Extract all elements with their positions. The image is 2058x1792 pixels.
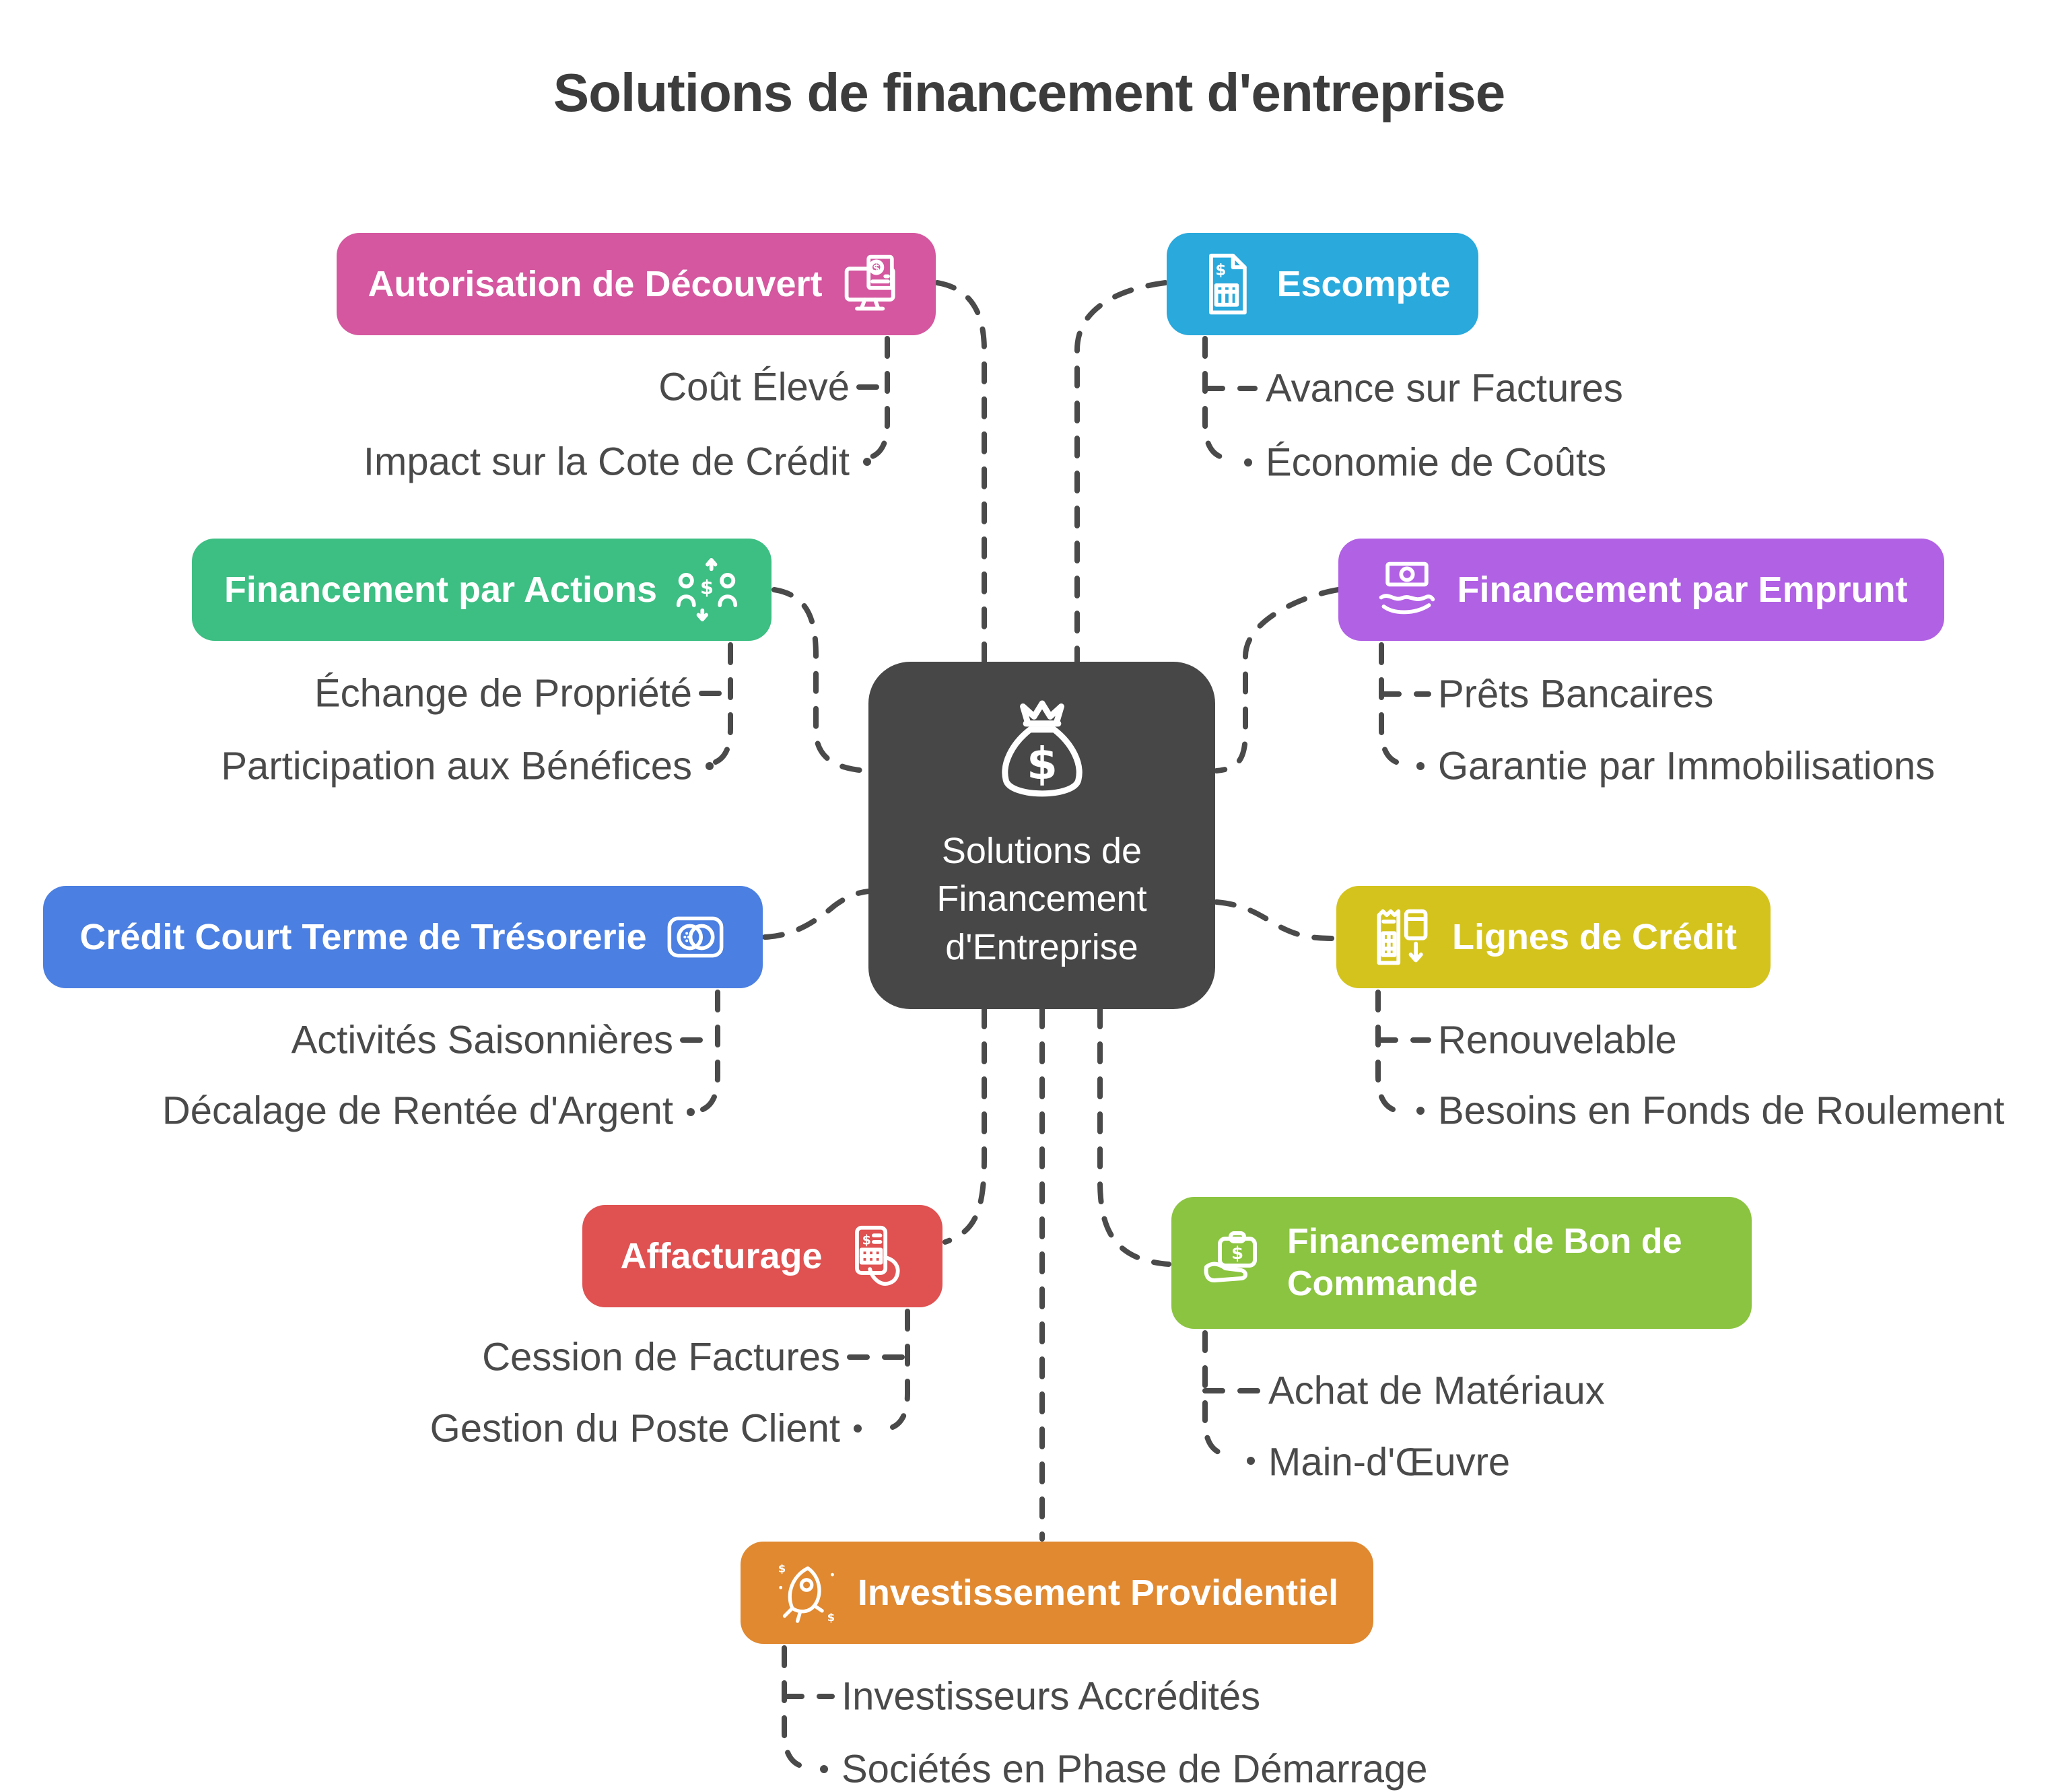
child-label: Impact sur la Cote de Crédit — [363, 440, 850, 484]
child-label: Économie de Coûts — [1266, 440, 1607, 485]
node-label: Financement par Emprunt — [1457, 570, 1908, 610]
connector-emprunt-center — [1214, 587, 1341, 773]
calculator-card-icon — [1377, 909, 1428, 965]
svg-text:$: $ — [1027, 738, 1058, 790]
node-label: Escompte — [1276, 264, 1451, 304]
connector-lignes-center — [1214, 899, 1338, 941]
central-node: $ Solutions de Financement d'Entreprise — [868, 662, 1215, 1009]
central-line-2: Financement — [936, 878, 1147, 920]
child-label: Garantie par Immobilisations — [1438, 744, 1935, 788]
child-label: Échange de Propriété — [314, 671, 692, 716]
child-label: Gestion du Poste Client — [430, 1406, 840, 1451]
node-bon-de-commande: $ Financement de Bon de Commande — [1171, 1197, 1752, 1329]
node-investissement-providentiel: $ $ Investissement Providentiel — [741, 1542, 1373, 1644]
child-label: Activités Saisonnières — [291, 1018, 673, 1062]
node-affacturage: Affacturage $ — [582, 1205, 942, 1307]
node-lignes-de-credit: Lignes de Crédit — [1336, 886, 1771, 988]
node-label: Financement de Bon de Commande — [1287, 1221, 1682, 1303]
equity-exchange-icon: $ — [676, 557, 738, 622]
child-label: Renouvelable — [1438, 1018, 1677, 1062]
connector-tresorerie-center — [762, 889, 871, 940]
central-node-label: Solutions de Financement d'Entreprise — [936, 827, 1146, 971]
svg-text:$: $ — [862, 1233, 870, 1248]
child-label: Cession de Factures — [482, 1335, 840, 1379]
page-title: Solutions de financement d'entreprise — [553, 63, 1505, 123]
central-line-3: d'Entreprise — [945, 926, 1138, 967]
cash-in-hand-icon — [1379, 561, 1435, 615]
connector-commande-center — [1097, 1006, 1171, 1267]
node-label: Crédit Court Terme de Trésorerie — [79, 917, 647, 957]
rocket-icon: $ $ — [778, 1562, 835, 1624]
node-label: Affacturage — [620, 1236, 823, 1276]
node-autorisation-de-decouvert: Autorisation de Découvert $ — [337, 233, 936, 335]
child-label: Besoins en Fonds de Roulement — [1438, 1089, 2005, 1133]
svg-text:$: $ — [700, 576, 714, 598]
main-connectors — [762, 280, 1341, 1542]
node-label: Lignes de Crédit — [1451, 917, 1738, 957]
svg-text:$: $ — [827, 1611, 835, 1624]
coins-icon — [667, 916, 724, 958]
connector-affacturage-center — [942, 1006, 987, 1245]
child-label: Prêts Bancaires — [1438, 672, 1714, 716]
child-label: Main-d'Œuvre — [1268, 1440, 1511, 1484]
node-label: Investissement Providentiel — [857, 1573, 1339, 1613]
monitor-dollar-icon: $ — [844, 254, 895, 311]
node-escompte: $ Escompte — [1167, 233, 1478, 335]
child-label: Sociétés en Phase de Démarrage — [842, 1747, 1428, 1791]
svg-text:$: $ — [872, 262, 880, 274]
connector-end-dots — [687, 458, 1425, 1773]
child-label: Avance sur Factures — [1266, 366, 1623, 411]
svg-text:$: $ — [1231, 1243, 1243, 1264]
child-label: Investisseurs Accrédités — [842, 1674, 1261, 1719]
money-bag-icon: $ — [1001, 700, 1083, 797]
central-line-1: Solutions de — [941, 831, 1142, 872]
connector-actions-center — [771, 587, 870, 773]
node-financement-par-emprunt: Financement par Emprunt — [1338, 539, 1944, 641]
child-label: Participation aux Bénéfices — [221, 744, 692, 788]
node-label: Autorisation de Découvert — [368, 264, 823, 304]
svg-text:$: $ — [1216, 262, 1227, 279]
svg-text:$: $ — [778, 1562, 786, 1575]
node-credit-court-terme: Crédit Court Terme de Trésorerie — [43, 886, 763, 988]
node-financement-par-actions: Financement par Actions $ — [192, 539, 771, 641]
child-label: Achat de Matériaux — [1268, 1369, 1605, 1413]
connector-decouvert-center — [934, 280, 987, 664]
child-label: Décalage de Rentée d'Argent — [162, 1089, 673, 1133]
node-label: Financement par Actions — [224, 570, 658, 610]
child-label: Coût Élevé — [658, 365, 850, 409]
briefcase-hand-icon: $ — [1204, 1231, 1257, 1282]
connector-escompte-center — [1074, 280, 1168, 664]
billing-hand-icon: $ — [854, 1225, 899, 1286]
invoice-discount-icon: $ — [1209, 253, 1247, 315]
child-connectors — [680, 336, 1431, 1768]
